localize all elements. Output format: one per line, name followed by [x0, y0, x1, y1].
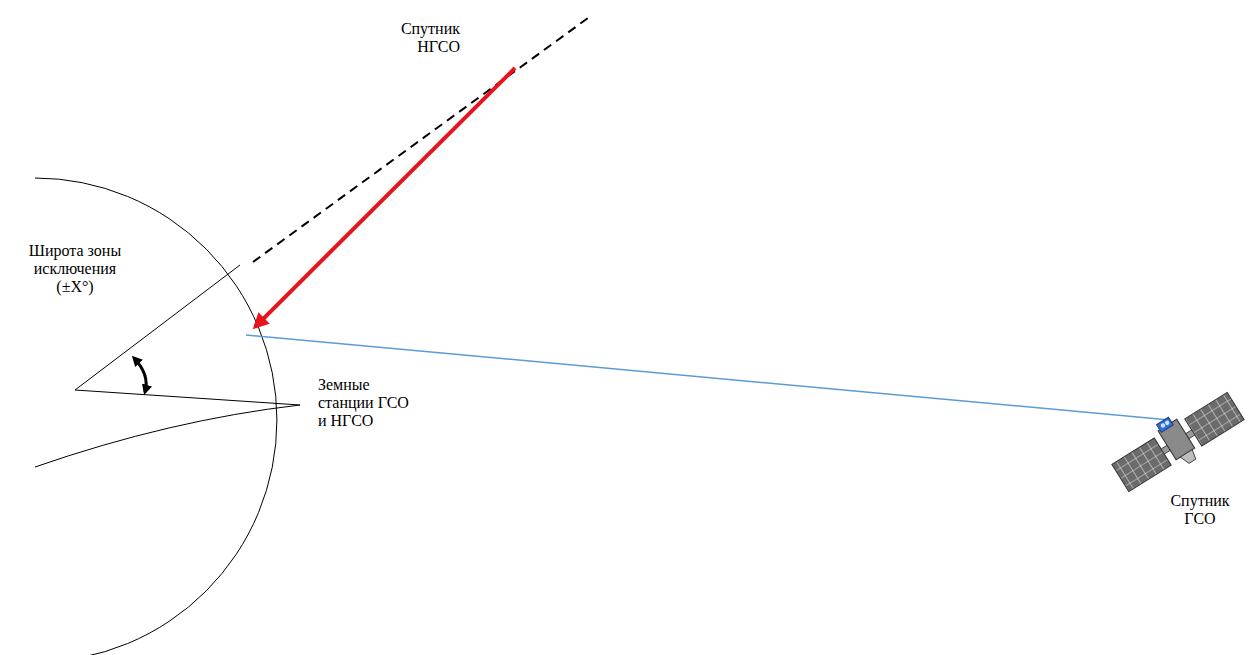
- gso-satellite-label: Спутник ГСО: [1163, 492, 1237, 528]
- angle-arrow: [134, 358, 146, 392]
- dashed-line: [253, 18, 588, 262]
- gso-satellite: [1107, 384, 1249, 498]
- latitude-curve: [35, 405, 300, 467]
- ngso-satellite-label: Спутник НГСО: [378, 20, 460, 56]
- angle-radii: [75, 265, 300, 405]
- ngso-arrow: [255, 68, 515, 327]
- exclusion-latitude-label: Широта зоны исключения (±X°): [27, 242, 123, 296]
- earth-stations-label: Земные станции ГСО и НГСО: [318, 376, 418, 430]
